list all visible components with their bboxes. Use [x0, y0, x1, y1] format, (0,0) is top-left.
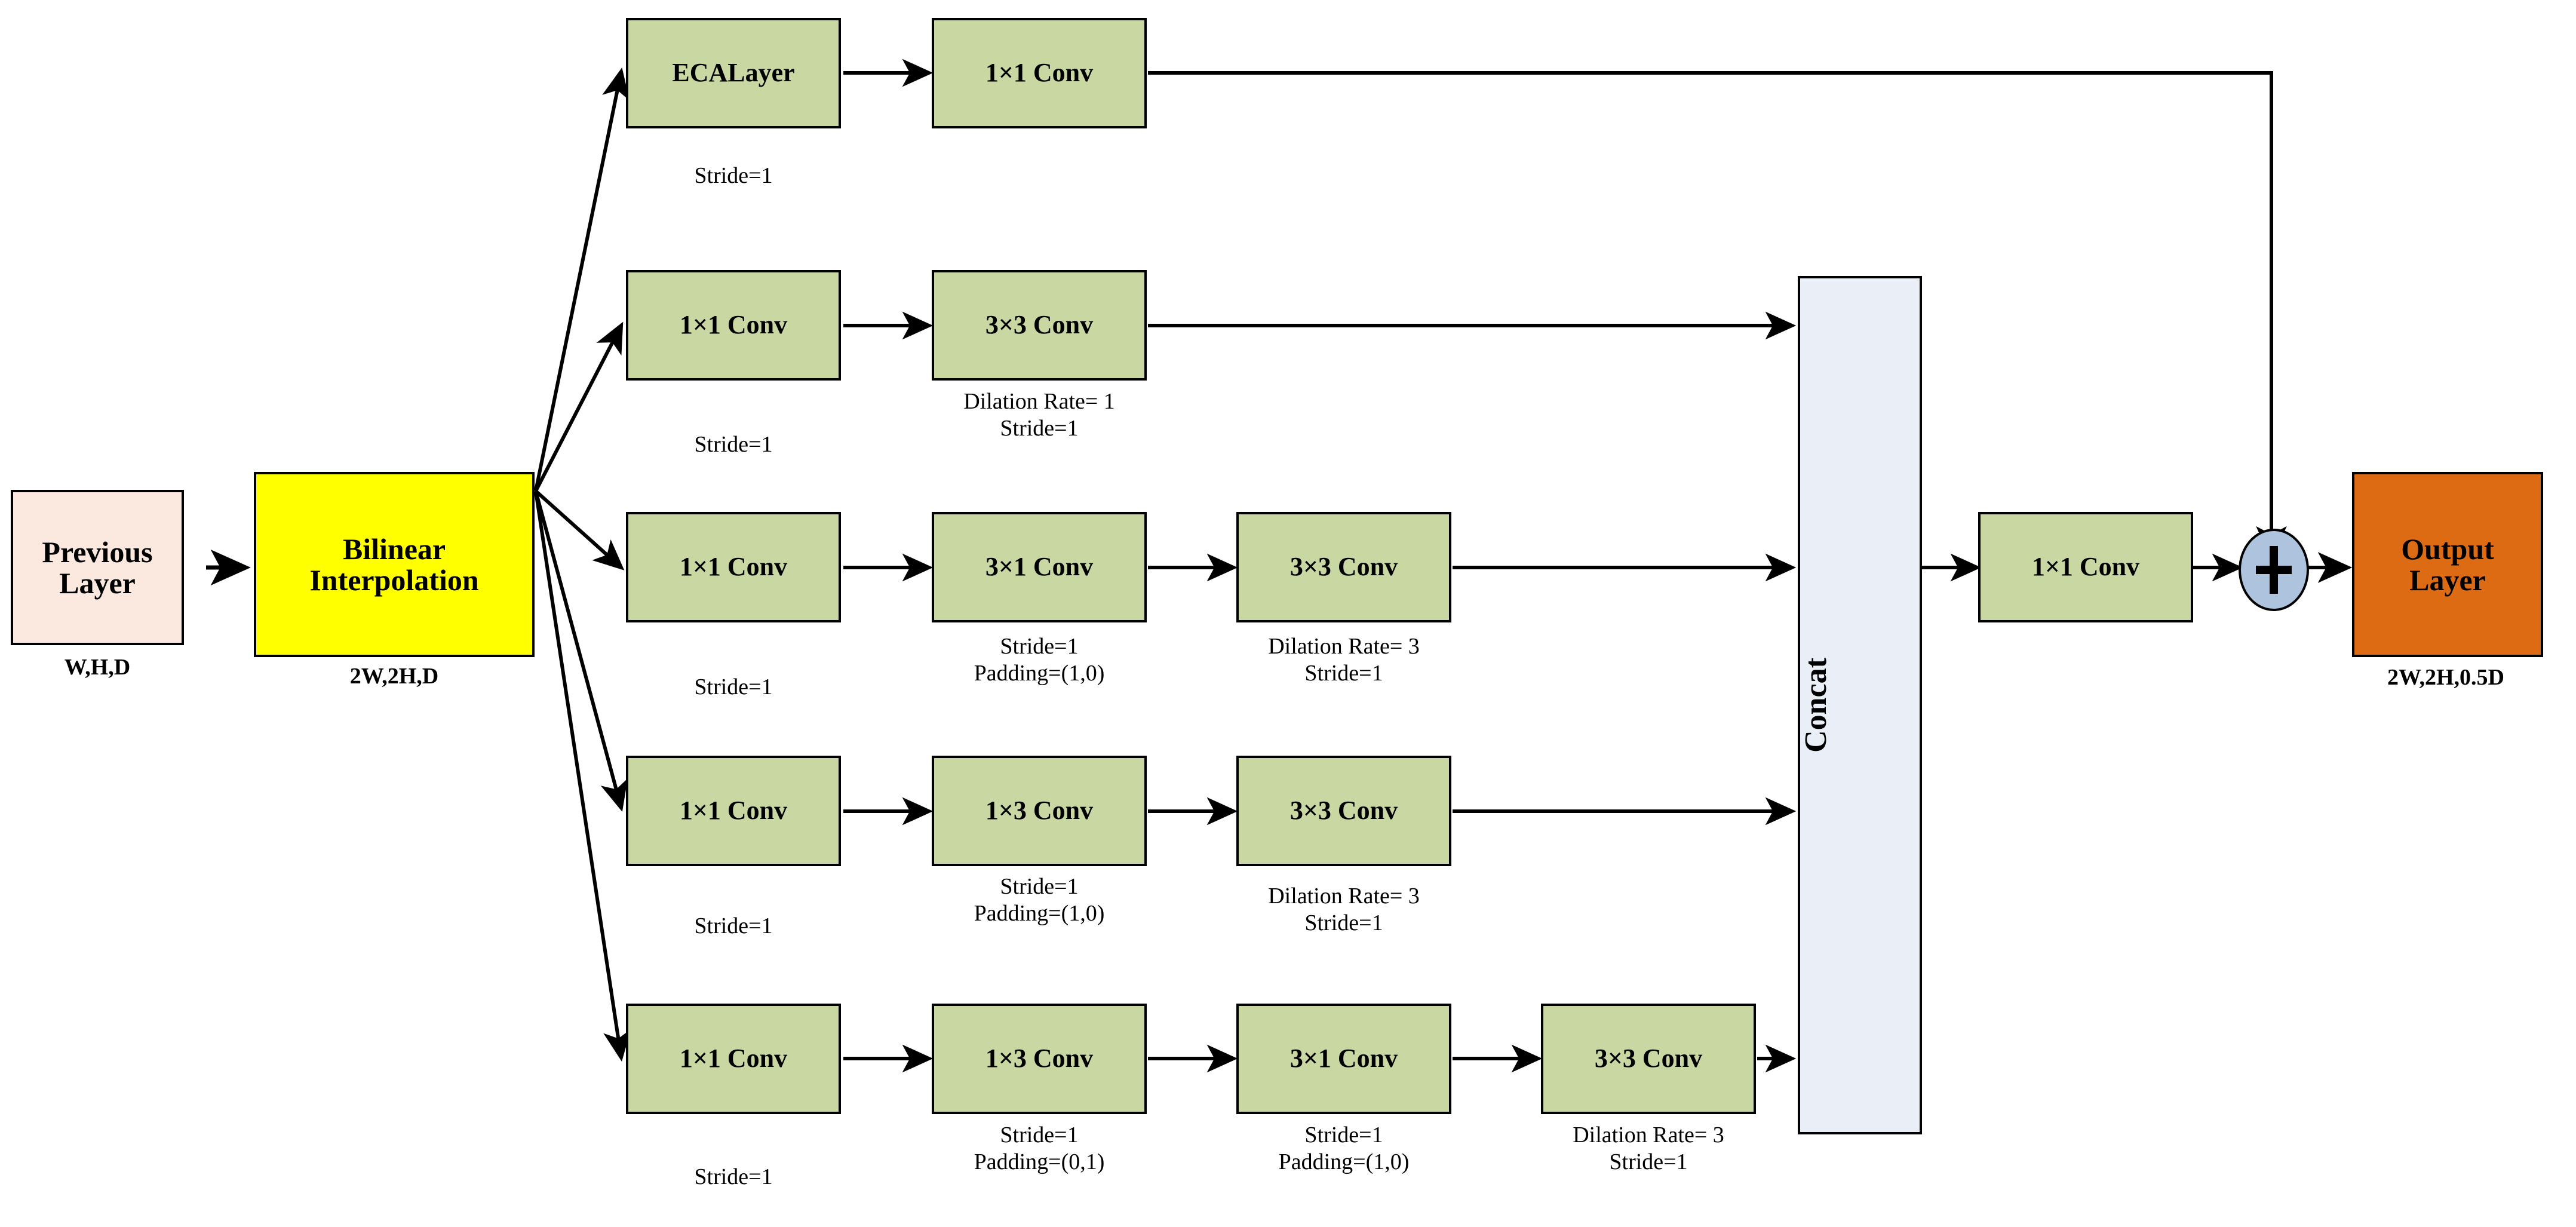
- branch-1-block-conv1x1[interactable]: 1×1 Conv: [932, 18, 1147, 128]
- branch-2-block-conv1x1-caption: Stride=1: [694, 432, 773, 457]
- branch-3-conv3x3-dilation: Dilation Rate= 3: [1268, 634, 1420, 659]
- branch-2-block-conv1x1[interactable]: 1×1 Conv: [626, 270, 841, 381]
- branch-1-block-ecalayer[interactable]: ECALayer: [626, 18, 841, 128]
- branch-3-block-conv3x3-caption: Dilation Rate= 3 Stride=1: [1153, 633, 1535, 687]
- branch-5-conv3x1-stride: Stride=1: [1304, 1122, 1383, 1148]
- branch-2-block-conv3x3-caption: Dilation Rate= 1 Stride=1: [848, 388, 1230, 442]
- branch-5-block-conv3x1-label: 3×1 Conv: [1289, 1044, 1398, 1073]
- branch-4-block-conv1x3[interactable]: 1×3 Conv: [932, 756, 1147, 866]
- branch-3-block-conv3x3[interactable]: 3×3 Conv: [1236, 512, 1451, 622]
- branch-5-block-conv3x3-label: 3×3 Conv: [1594, 1044, 1703, 1073]
- branch-4-conv3x3-dilation: Dilation Rate= 3: [1268, 884, 1420, 909]
- plus-icon-vertical-bar: [2270, 546, 2278, 594]
- branch-3-block-conv1x1-label: 1×1 Conv: [679, 552, 788, 582]
- branch-3-block-conv3x1-caption: Stride=1 Padding=(1,0): [848, 633, 1230, 687]
- bilinear-label-line1: Bilinear: [342, 532, 446, 566]
- branch-5-block-conv1x1[interactable]: 1×1 Conv: [626, 1004, 841, 1114]
- branch-5-block-conv3x3-caption: Dilation Rate= 3 Stride=1: [1457, 1122, 1840, 1176]
- bilinear-dims: 2W,2H,D: [349, 664, 439, 689]
- branch-5-block-conv3x3[interactable]: 3×3 Conv: [1541, 1004, 1756, 1114]
- branch-5-conv3x3-stride: Stride=1: [1609, 1149, 1688, 1174]
- branch-4-conv1x3-stride: Stride=1: [1000, 874, 1079, 899]
- branch-3-conv3x3-stride: Stride=1: [1304, 660, 1383, 686]
- branch-3-block-conv3x1[interactable]: 3×1 Conv: [932, 512, 1147, 622]
- branch-5-block-conv1x3[interactable]: 1×3 Conv: [932, 1004, 1147, 1114]
- edge-fanout: [534, 67, 631, 1062]
- branch-4-block-conv1x1-label: 1×1 Conv: [679, 796, 788, 826]
- concat-node[interactable]: Concat: [1798, 276, 1922, 1134]
- bilinear-interpolation-node[interactable]: Bilinear Interpolation: [254, 472, 535, 657]
- branch-2-conv3x3-stride: Stride=1: [1000, 415, 1079, 441]
- branch-2-block-conv1x1-label: 1×1 Conv: [679, 310, 788, 340]
- branch-5-block-conv1x3-caption: Stride=1 Padding=(0,1): [848, 1122, 1230, 1176]
- branch-5-conv3x1-padding: Padding=(1,0): [1278, 1149, 1410, 1174]
- branch-4-block-conv1x1-caption: Stride=1: [694, 913, 773, 938]
- final-projection-conv[interactable]: 1×1 Conv: [1978, 512, 2193, 622]
- branch-3-block-conv3x3-label: 3×3 Conv: [1289, 552, 1398, 582]
- sum-node[interactable]: [2239, 529, 2309, 611]
- branch-5-conv1x3-stride: Stride=1: [1000, 1122, 1079, 1148]
- branch-4-conv3x3-stride: Stride=1: [1304, 910, 1383, 935]
- edge-skip-connection: [1148, 71, 2287, 561]
- branch-5-block-conv3x1-caption: Stride=1 Padding=(1,0): [1153, 1122, 1535, 1176]
- branch-5-block-conv1x1-caption: Stride=1: [694, 1164, 773, 1189]
- bilinear-label-line2: Interpolation: [309, 563, 479, 597]
- branch-4-block-conv1x3-caption: Stride=1 Padding=(1,0): [848, 873, 1230, 927]
- branch-2-conv3x3-dilation: Dilation Rate= 1: [963, 389, 1115, 414]
- branch-1-block-conv1x1-label: 1×1 Conv: [985, 58, 1094, 88]
- concat-label: Concat: [1799, 658, 1833, 753]
- branch-1-block-ecalayer-caption: Stride=1: [694, 163, 773, 188]
- previous-layer-label-line2: Layer: [59, 566, 136, 600]
- branch-1-block-ecalayer-label: ECALayer: [672, 58, 795, 88]
- branch-3-conv3x1-padding: Padding=(1,0): [974, 660, 1105, 686]
- branch-4-block-conv3x3-caption: Dilation Rate= 3 Stride=1: [1153, 883, 1535, 937]
- output-layer-dims: 2W,2H,0.5D: [2387, 665, 2504, 690]
- final-projection-conv-label: 1×1 Conv: [2031, 552, 2140, 582]
- previous-layer-node[interactable]: Previous Layer: [11, 490, 184, 645]
- branch-4-block-conv3x3[interactable]: 3×3 Conv: [1236, 756, 1451, 866]
- branch-2-block-conv3x3-label: 3×3 Conv: [985, 310, 1094, 340]
- branch-3-block-conv1x1[interactable]: 1×1 Conv: [626, 512, 841, 622]
- branch-5-conv1x3-padding: Padding=(0,1): [974, 1149, 1105, 1174]
- branch-4-block-conv3x3-label: 3×3 Conv: [1289, 796, 1398, 826]
- output-layer-node[interactable]: Output Layer: [2352, 472, 2543, 657]
- branch-3-block-conv1x1-caption: Stride=1: [694, 674, 773, 700]
- branch-5-block-conv1x1-label: 1×1 Conv: [679, 1044, 788, 1073]
- previous-layer-label-line1: Previous: [42, 535, 153, 569]
- branch-4-conv1x3-padding: Padding=(1,0): [974, 900, 1105, 926]
- branch-3-conv3x1-stride: Stride=1: [1000, 634, 1079, 659]
- output-layer-label-line1: Output: [2401, 532, 2494, 566]
- branch-3-block-conv3x1-label: 3×1 Conv: [985, 552, 1094, 582]
- branch-5-block-conv3x1[interactable]: 3×1 Conv: [1236, 1004, 1451, 1114]
- previous-layer-dims: W,H,D: [64, 655, 131, 680]
- branch-2-block-conv3x3[interactable]: 3×3 Conv: [932, 270, 1147, 381]
- branch-4-block-conv1x1[interactable]: 1×1 Conv: [626, 756, 841, 866]
- branch-5-block-conv1x3-label: 1×3 Conv: [985, 1044, 1094, 1073]
- output-layer-label-line2: Layer: [2409, 563, 2486, 597]
- branch-4-block-conv1x3-label: 1×3 Conv: [985, 796, 1094, 826]
- branch-5-conv3x3-dilation: Dilation Rate= 3: [1573, 1122, 1724, 1148]
